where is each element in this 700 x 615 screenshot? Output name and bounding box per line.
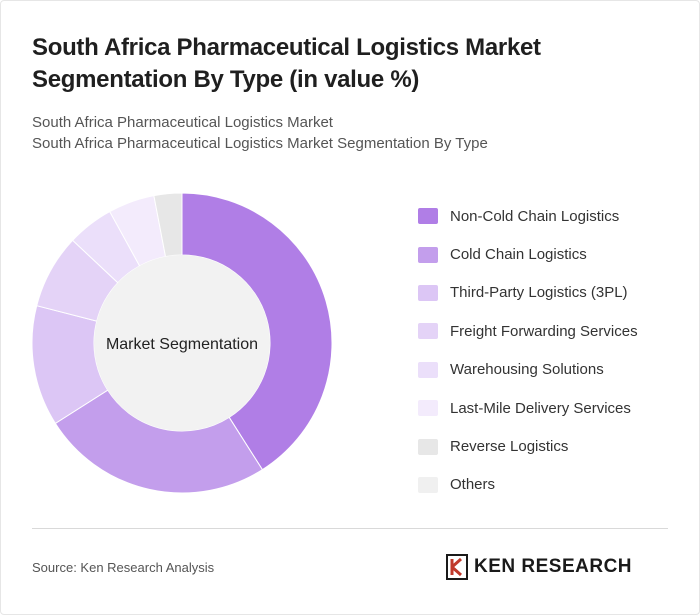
legend-label: Freight Forwarding Services xyxy=(450,322,638,340)
legend-item-third-party-logistics-3pl: Third-Party Logistics (3PL) xyxy=(418,274,638,312)
legend-swatch xyxy=(418,284,438,301)
legend-item-others: Others xyxy=(418,466,638,504)
donut-chart: Market Segmentation xyxy=(31,192,333,494)
source-note: Source: Ken Research Analysis xyxy=(32,560,215,575)
legend-item-freight-forwarding-services: Freight Forwarding Services xyxy=(418,312,638,350)
legend-item-cold-chain-logistics: Cold Chain Logistics xyxy=(418,235,638,273)
legend-label: Reverse Logistics xyxy=(450,438,569,456)
legend-swatch xyxy=(418,246,438,263)
legend-label: Third-Party Logistics (3PL) xyxy=(450,284,628,302)
donut-hole xyxy=(94,255,270,431)
legend-swatch xyxy=(418,208,438,225)
chart-title: South Africa Pharmaceutical Logistics Ma… xyxy=(32,34,541,93)
donut-center-label: Market Segmentation xyxy=(106,336,258,353)
legend-swatch xyxy=(418,476,438,493)
donut-slice-cold-chain-logistics xyxy=(54,389,264,494)
legend-swatch xyxy=(418,438,438,455)
legend-label: Last-Mile Delivery Services xyxy=(450,399,631,417)
legend-item-last-mile-delivery-services: Last-Mile Delivery Services xyxy=(418,389,638,427)
legend-item-warehousing-solutions: Warehousing Solutions xyxy=(418,351,638,389)
footer-divider xyxy=(32,528,668,529)
legend-item-non-cold-chain-logistics: Non-Cold Chain Logistics xyxy=(418,197,638,235)
legend-item-reverse-logistics: Reverse Logistics xyxy=(418,427,638,465)
legend-label: Cold Chain Logistics xyxy=(450,246,587,264)
legend-label: Warehousing Solutions xyxy=(450,361,604,379)
legend-swatch xyxy=(418,400,438,417)
brand-name: KEN RESEARCH xyxy=(474,556,633,577)
legend-swatch xyxy=(418,361,438,378)
ken-research-logo: KEN RESEARCH xyxy=(446,554,632,580)
chart-subtitle-market: South Africa Pharmaceutical Logistics Ma… xyxy=(32,114,333,131)
legend-label: Others xyxy=(450,476,496,494)
legend-label: Non-Cold Chain Logistics xyxy=(450,207,620,225)
legend-swatch xyxy=(418,323,438,340)
chart-subtitle-segmentation: South Africa Pharmaceutical Logistics Ma… xyxy=(32,135,488,152)
ken-research-logo-icon xyxy=(446,554,468,580)
